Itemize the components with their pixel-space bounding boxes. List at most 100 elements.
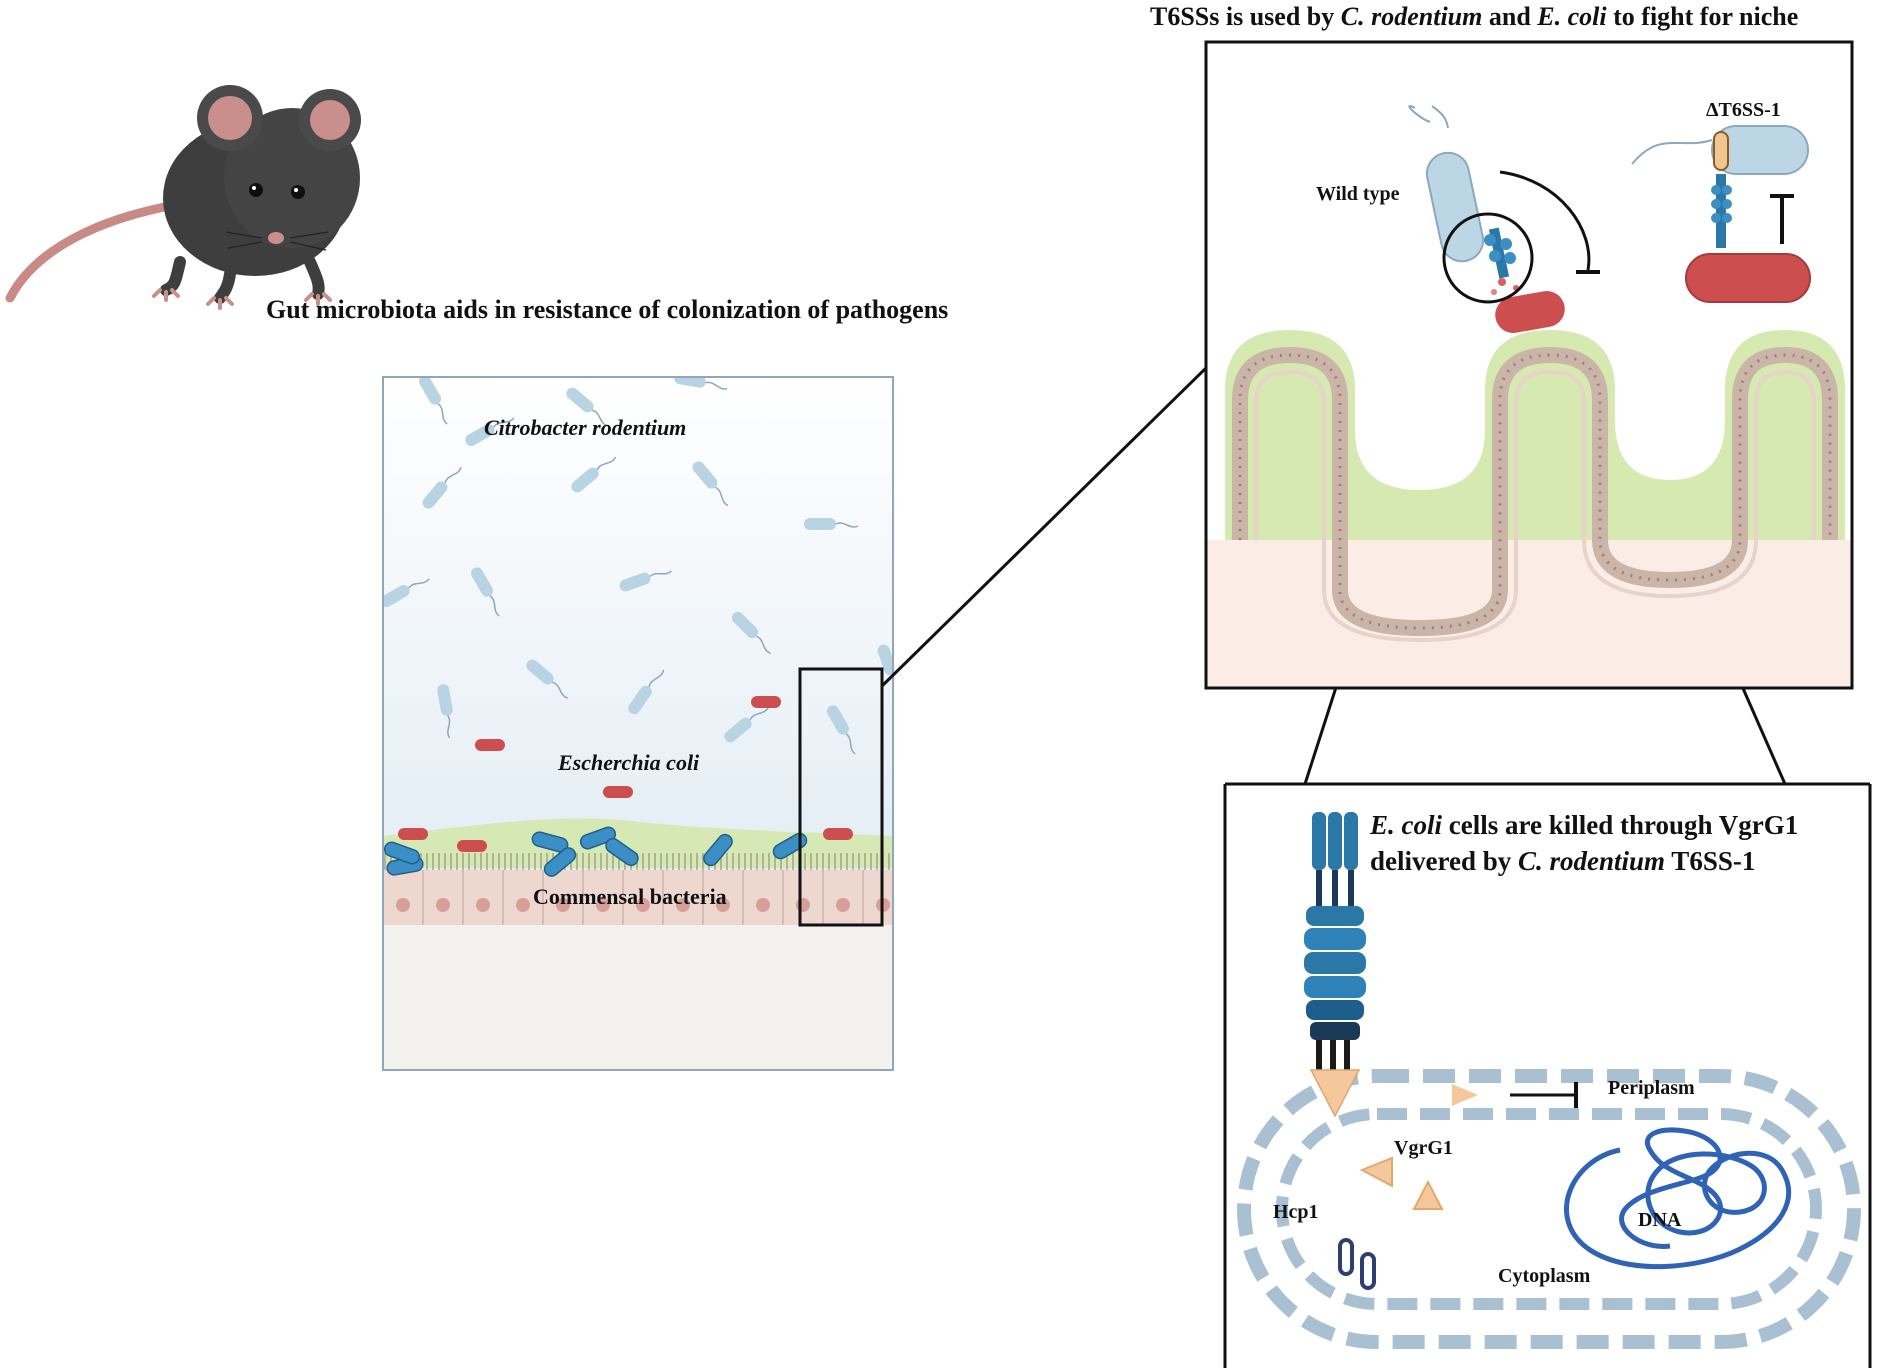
citrobacter-body [419, 377, 441, 405]
citrobacter-cell [628, 669, 665, 715]
commensal-body [543, 847, 577, 877]
citrobacter-body [566, 387, 594, 413]
citrobacter-cell [419, 377, 448, 425]
ecoli-cell [603, 786, 633, 798]
vgrg1-spike-icon [1309, 1069, 1361, 1118]
citrobacter-cell [877, 644, 893, 697]
wild-type-citrobacter [1408, 105, 1565, 333]
label-vgrg1: VgrG1 [1394, 1137, 1453, 1159]
commensal-cell [383, 841, 421, 865]
citrobacter-cell [724, 706, 770, 743]
citrobacter-cell [692, 461, 729, 507]
dna-icon [1564, 1127, 1792, 1270]
flagella-icon [714, 486, 729, 507]
commensal-cell [772, 832, 808, 860]
citrobacter-cell [383, 578, 430, 607]
ecoli-cell [751, 696, 781, 708]
citrobacter-cell [471, 567, 500, 617]
zoom-panel [1204, 40, 1854, 690]
ecoli-cell-delta [1685, 253, 1811, 303]
epithelium-layer [383, 870, 893, 925]
ecoli-population [398, 696, 853, 852]
cell-nucleus [676, 898, 690, 912]
citrobacter-body [571, 467, 599, 493]
flagella-icon [408, 578, 430, 589]
outer-membrane [1237, 1069, 1861, 1349]
delta-t6ss-citrobacter [1631, 125, 1811, 303]
label-commensal: Commensal bacteria [533, 884, 727, 909]
label-periplasm: Periplasm [1608, 1077, 1695, 1099]
commensal-body [383, 841, 421, 865]
gut-panel [382, 376, 894, 1071]
t6ss-needle-icon-delta [1716, 174, 1726, 248]
citrobacter-body [877, 644, 893, 676]
cell-nucleus [436, 898, 450, 912]
citrobacter-body [731, 611, 759, 639]
flagella-icon [551, 681, 569, 699]
commensal-body [579, 826, 617, 850]
ecoli-cell [823, 828, 853, 840]
zoom-circle [1442, 212, 1534, 304]
cell-nucleus [836, 898, 850, 912]
vgrg1-cytoplasm-icon-2 [1412, 1179, 1444, 1210]
citrobacter-cell [437, 684, 453, 739]
citrobacter-cell [571, 456, 617, 493]
commensal-body [531, 831, 569, 853]
citrobacter-body [619, 572, 651, 592]
flagella-icon [493, 417, 515, 428]
flagella-icon [835, 522, 859, 528]
cell-nucleus [636, 898, 650, 912]
commensal-body [605, 837, 639, 867]
ecoli-cell [475, 739, 505, 751]
vgrg1-periplasm-icon [1452, 1084, 1478, 1106]
citrobacter-body [724, 717, 752, 743]
citrobacter-cell [619, 570, 672, 592]
citrobacter-body [465, 424, 495, 446]
inner-membrane [1276, 1108, 1822, 1310]
citrobacter-cell [526, 659, 569, 699]
cell-nucleus [396, 898, 410, 912]
title-right: T6SSs is used by C. rodentium and E. col… [1150, 2, 1798, 31]
mouse-illustration [5, 85, 361, 310]
ecoli-cell-target [1495, 291, 1565, 333]
flagella-icon [845, 733, 856, 755]
citrobacter-body [526, 659, 554, 685]
commensal-body [703, 833, 733, 867]
flagella-icon [755, 635, 771, 654]
citrobacter-cell [422, 466, 462, 509]
vgrg1-cytoplasm-icon-1 [1359, 1156, 1393, 1188]
flagella-icon [444, 466, 462, 484]
label-cytoplasm: Cytoplasm [1498, 1265, 1591, 1287]
hcp1-icon-2 [1360, 1252, 1376, 1290]
citrobacter-body [471, 567, 493, 597]
commensal-cell [531, 831, 569, 853]
mechanism-panel [1223, 782, 1872, 1368]
label-citrobacter: Citrobacter rodentium [484, 415, 686, 440]
zoom-highlight-box [798, 667, 884, 927]
title-left: Gut microbiota aids in resistance of col… [266, 295, 948, 324]
citrobacter-cell [674, 377, 728, 390]
cell-nucleus [596, 898, 610, 912]
flagella-icon [648, 669, 665, 688]
flagella-icon [749, 706, 770, 721]
commensal-cell [579, 826, 617, 850]
mechanism-caption-line-2: delivered by C. rodentium T6SS-1 [1370, 846, 1755, 876]
citrobacter-cell [804, 518, 859, 530]
inhibition-arrow-icon [1499, 170, 1600, 274]
t6ss-apparatus-icon [1304, 812, 1366, 1118]
cell-nucleus [716, 898, 730, 912]
citrobacter-body [437, 684, 453, 716]
citrobacter-population [383, 377, 893, 755]
ecoli-cell [398, 828, 428, 840]
commensal-cell [543, 847, 577, 877]
citrobacter-body [827, 705, 849, 735]
flagella-icon [489, 595, 500, 617]
label-ecoli: Escherchia coli [557, 750, 700, 775]
label-dna: DNA [1638, 1209, 1682, 1231]
mechanism-caption-line-1: E. coli cells are killed through VgrG1 [1369, 810, 1798, 840]
citrobacter-body [422, 481, 448, 509]
cell-nucleus [796, 898, 810, 912]
citrobacter-body [383, 585, 410, 607]
cell-nucleus [556, 898, 570, 912]
